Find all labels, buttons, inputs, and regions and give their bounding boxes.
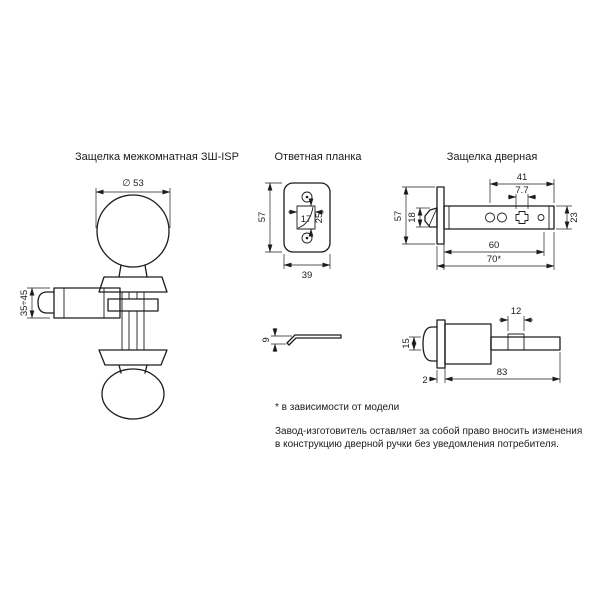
latch-bolt-cap xyxy=(37,291,55,314)
latch-body xyxy=(443,205,555,230)
knob-assembly-drawing: ∅ 53 35÷45 xyxy=(19,178,171,420)
upper-knob-outline xyxy=(96,194,170,268)
dim-opening-width: 17 xyxy=(301,214,312,225)
dim-faceplate-thickness: 2 xyxy=(422,375,427,386)
dim-spindle-hole: 7.7 xyxy=(515,185,528,196)
body-hole xyxy=(497,212,507,223)
screw-hole-top xyxy=(301,191,313,203)
upper-rose xyxy=(98,276,168,293)
dim-opening-height: 25 xyxy=(314,213,325,224)
footnote-model: * в зависимости от модели xyxy=(275,402,399,413)
tail-tab xyxy=(507,333,525,351)
latch-plan-drawing: 41 7.7 57 18 23 60 70* xyxy=(393,172,580,270)
lower-knob-outline xyxy=(101,368,165,420)
latch-tongue-curve xyxy=(297,206,314,229)
dim-bolt-height: 18 xyxy=(407,212,418,223)
lower-rose xyxy=(98,349,168,366)
latch-bolt-wedge xyxy=(424,207,438,228)
screw-hole-bottom xyxy=(301,232,313,244)
dim-knob-diameter: ∅ 53 xyxy=(122,178,143,189)
strike-plate-side-profile xyxy=(286,334,342,346)
faceplate xyxy=(436,186,445,245)
screw-hole-top-center xyxy=(305,195,309,199)
dim-plate-width: 39 xyxy=(302,270,313,281)
strike-plate-outline xyxy=(283,182,331,253)
dim-body-diameter: 23 xyxy=(569,212,580,223)
dim-door-thickness-range: 35÷45 xyxy=(19,290,30,316)
dim-plate-thickness: 9 xyxy=(261,337,272,342)
bolt-bevel-line xyxy=(428,207,438,227)
screw-hole-bottom-center xyxy=(305,236,309,240)
section-title-knob: Защелка межкомнатная ЗШ-ISP xyxy=(75,151,239,163)
tail-bar xyxy=(490,336,561,351)
section-title-strike-plate: Ответная планка xyxy=(274,151,362,163)
dim-plate-height: 57 xyxy=(257,212,268,223)
dim-tail-height: 15 xyxy=(401,338,412,349)
section-title-latch: Защелка дверная xyxy=(447,151,538,163)
body-hole-small xyxy=(537,214,545,221)
faceplate-side xyxy=(436,319,446,369)
bolt-round-cap xyxy=(422,326,438,362)
dim-body-length: 41 xyxy=(517,172,528,183)
spindle-cross-hole xyxy=(515,211,529,224)
body-hole xyxy=(485,212,495,223)
dim-overall-length: 70* xyxy=(487,254,502,265)
dim-faceplate-height: 57 xyxy=(393,211,404,222)
dim-tail-length: 83 xyxy=(497,367,508,378)
dim-backset: 60 xyxy=(489,240,500,251)
latch-case xyxy=(53,287,121,319)
upper-neck xyxy=(118,264,148,278)
chassis-plate xyxy=(107,298,159,312)
footnote-disclaimer-line2: в конструкцию дверной ручки без уведомле… xyxy=(275,438,559,450)
dim-tab-width: 12 xyxy=(511,306,522,317)
latch-side-drawing: 12 15 2 83 xyxy=(401,306,561,386)
latch-opening xyxy=(296,205,316,230)
strike-plate-drawing: 57 17 25 39 9 xyxy=(257,182,342,352)
latch-body-side xyxy=(444,323,492,365)
spindle-lines xyxy=(121,292,145,350)
footnote-disclaimer-line1: Завод-изготовитель оставляет за собой пр… xyxy=(275,425,582,437)
